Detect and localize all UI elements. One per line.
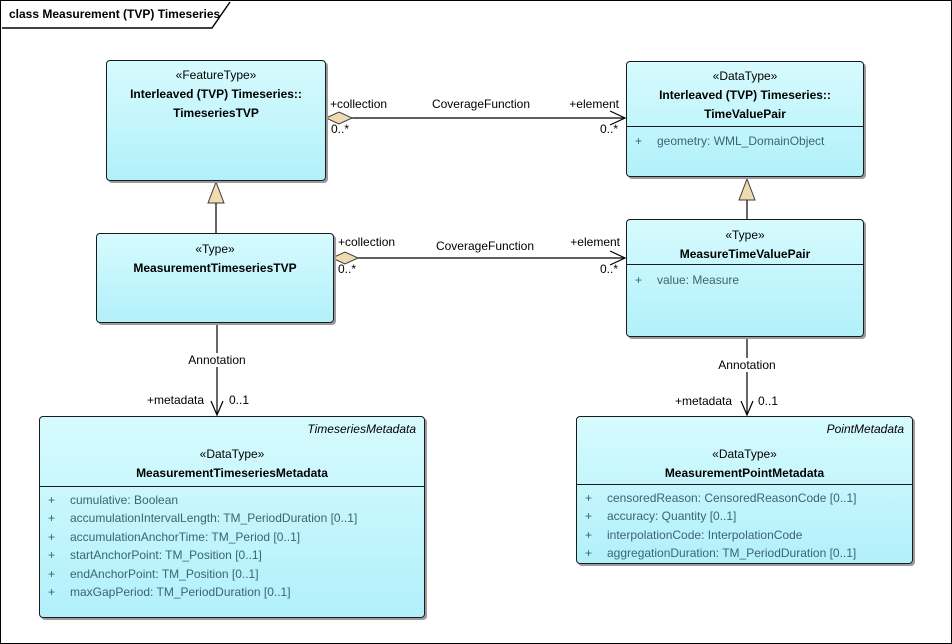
attribute-compartment: + censoredReason: CensoredReasonCode [0.… bbox=[577, 484, 912, 563]
connector-coveragefunction-mid[interactable] bbox=[330, 250, 627, 266]
attribute: + aggregationDuration: TM_PeriodDuration… bbox=[585, 546, 857, 561]
class-timeseries-tvp[interactable]: «FeatureType» Interleaved (TVP) Timeseri… bbox=[106, 60, 326, 181]
target-role-label: +metadata bbox=[674, 394, 732, 408]
aggregation-diamond-icon bbox=[324, 111, 354, 125]
stereotype: «FeatureType» bbox=[175, 68, 257, 82]
class-measurement-point-metadata[interactable]: PointMetadata «DataType» MeasurementPoin… bbox=[576, 416, 913, 564]
frame-tab-border bbox=[2, 1, 231, 29]
class-name-line1: Interleaved (TVP) Timeseries:: bbox=[659, 88, 831, 102]
attribute: + endAnchorPoint: TM_Position [0..1] bbox=[48, 566, 259, 581]
connector-coveragefunction-top[interactable] bbox=[324, 110, 627, 126]
class-name-line1: Interleaved (TVP) Timeseries:: bbox=[130, 87, 302, 101]
attribute-compartment: + cumulative: Boolean + accumulationInte… bbox=[40, 486, 424, 601]
stereotype: «Type» bbox=[725, 228, 765, 242]
attribute-compartment: + geometry: WML_DomainObject bbox=[627, 126, 863, 150]
attribute-compartment: + value: Measure bbox=[627, 264, 863, 289]
connector-generalization-left[interactable] bbox=[207, 180, 225, 233]
aggregation-diamond-icon bbox=[330, 251, 360, 265]
target-multiplicity-label: 0..1 bbox=[758, 394, 779, 408]
connector-annotation-left[interactable] bbox=[210, 323, 224, 417]
source-multiplicity-label: 0..* bbox=[331, 122, 350, 136]
stereotype: «DataType» bbox=[712, 447, 777, 461]
class-name: MeasurementTimeseriesMetadata bbox=[136, 465, 328, 480]
class-measure-time-value-pair[interactable]: «Type» MeasureTimeValuePair + value: Mea… bbox=[626, 219, 864, 337]
instance-classifier-label: PointMetadata bbox=[826, 422, 904, 436]
target-multiplicity-label: 0..* bbox=[599, 262, 618, 276]
generalization-triangle-icon bbox=[207, 180, 225, 204]
instance-classifier-label: TimeseriesMetadata bbox=[307, 422, 416, 436]
diagram-title: class Measurement (TVP) Timeseries bbox=[9, 7, 221, 21]
target-role-label: +element bbox=[570, 235, 620, 249]
open-arrowhead-icon bbox=[740, 400, 754, 417]
source-role-label: +collection bbox=[338, 235, 396, 249]
attribute: + accumulationIntervalLength: TM_PeriodD… bbox=[48, 511, 358, 526]
attribute: + geometry: WML_DomainObject bbox=[635, 134, 825, 148]
class-name: MeasurementTimeseriesTVP bbox=[133, 261, 297, 275]
connector-name-label: CoverageFunction bbox=[435, 239, 535, 253]
connector-name-label: Annotation bbox=[186, 353, 248, 367]
attribute: + accuracy: Quantity [0..1] bbox=[585, 509, 737, 524]
stereotype: «Type» bbox=[195, 242, 235, 256]
connector-name-label: CoverageFunction bbox=[431, 97, 531, 111]
attribute: + cumulative: Boolean bbox=[48, 493, 179, 507]
source-role-label: +collection bbox=[330, 97, 388, 111]
target-multiplicity-label: 0..1 bbox=[229, 393, 250, 407]
target-role-label: +element bbox=[569, 97, 619, 111]
class-name: MeasurementPointMetadata bbox=[664, 465, 825, 480]
stereotype: «DataType» bbox=[712, 69, 778, 83]
connector-annotation-right[interactable] bbox=[740, 337, 754, 417]
class-name-line2: TimeValuePair bbox=[704, 107, 786, 121]
class-name: MeasureTimeValuePair bbox=[679, 247, 811, 261]
stereotype: «DataType» bbox=[199, 447, 265, 461]
open-arrowhead-icon bbox=[210, 400, 224, 417]
attribute: + accumulationAnchorTime: TM_Period [0..… bbox=[48, 529, 301, 544]
open-arrowhead-icon bbox=[609, 250, 627, 266]
target-multiplicity-label: 0..* bbox=[599, 122, 618, 136]
attribute: + value: Measure bbox=[635, 273, 740, 287]
source-multiplicity-label: 0..* bbox=[338, 262, 357, 276]
class-measurement-timeseries-metadata[interactable]: TimeseriesMetadata «DataType» Measuremen… bbox=[39, 416, 425, 618]
class-name-line2: TimeseriesTVP bbox=[173, 106, 259, 120]
class-time-value-pair[interactable]: «DataType» Interleaved (TVP) Timeseries:… bbox=[626, 61, 864, 177]
connector-name-label: Annotation bbox=[716, 358, 778, 372]
generalization-triangle-icon bbox=[738, 177, 756, 201]
connector-generalization-right[interactable] bbox=[738, 177, 756, 219]
attribute: + startAnchorPoint: TM_Position [0..1] bbox=[48, 548, 262, 563]
attribute: + maxGapPeriod: TM_PeriodDuration [0..1] bbox=[48, 585, 291, 600]
class-measurement-timeseries-tvp[interactable]: «Type» MeasurementTimeseriesTVP bbox=[96, 233, 334, 323]
target-role-label: +metadata bbox=[146, 393, 204, 407]
attribute: + censoredReason: CensoredReasonCode [0.… bbox=[585, 491, 857, 505]
open-arrowhead-icon bbox=[609, 110, 627, 126]
attribute: + interpolationCode: InterpolationCode bbox=[585, 527, 803, 542]
